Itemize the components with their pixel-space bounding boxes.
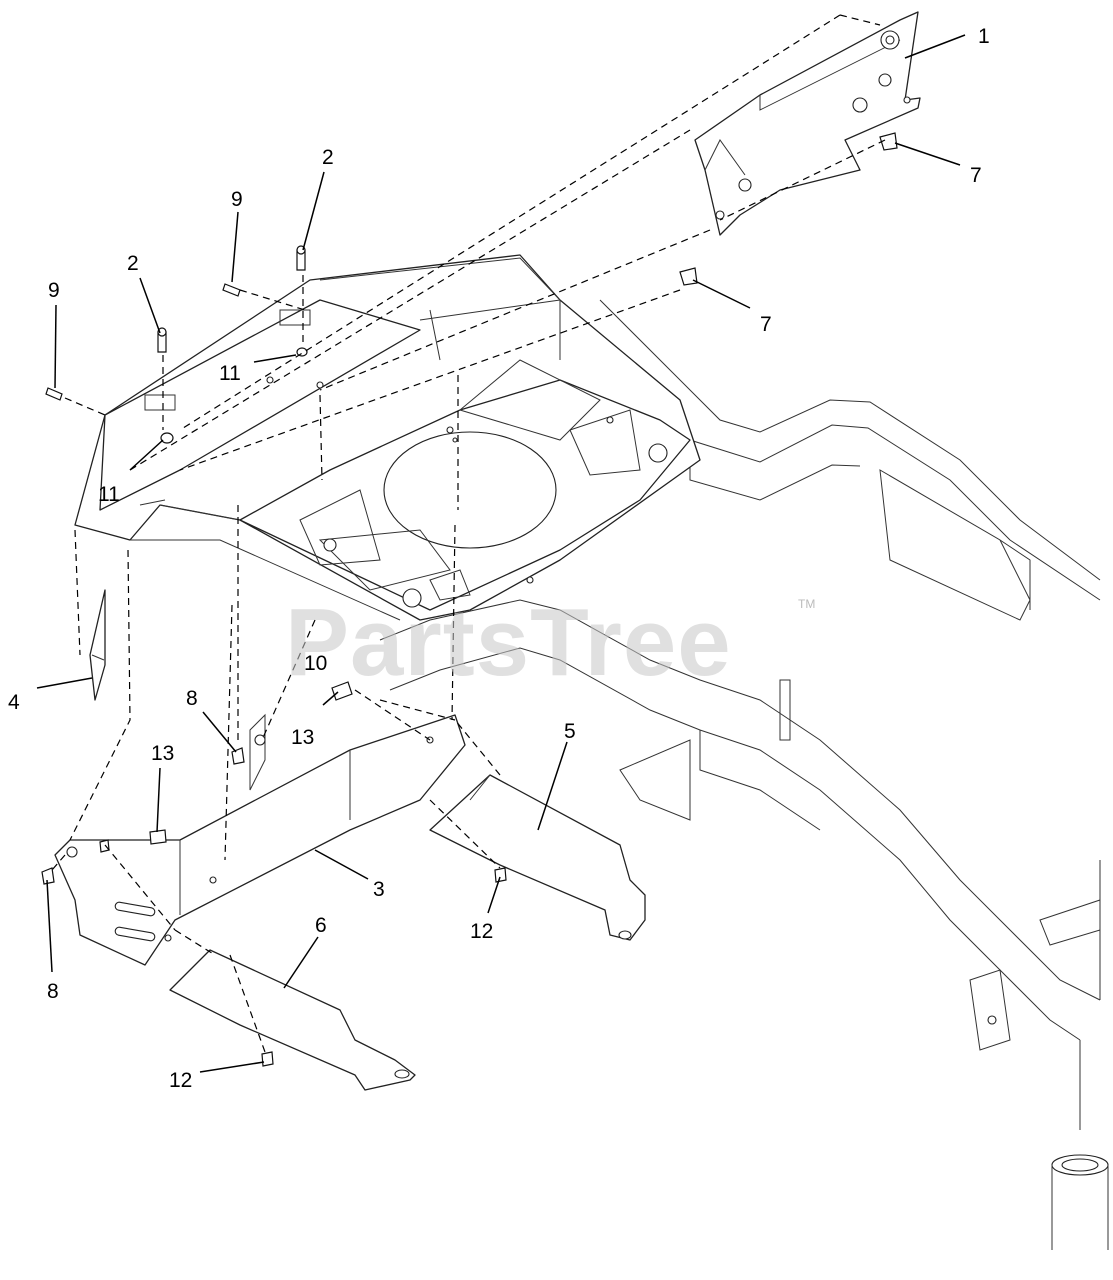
frame-rails bbox=[379, 299, 1109, 1250]
assembly-lines bbox=[51, 14, 886, 1053]
deck-plate bbox=[74, 254, 701, 621]
callout-12b: 12 bbox=[169, 1069, 192, 1092]
callout-9b: 9 bbox=[48, 279, 60, 302]
watermark: PartsTree TM bbox=[285, 589, 815, 696]
callout-4: 4 bbox=[8, 691, 20, 714]
hardware bbox=[41, 132, 898, 1067]
callout-7b: 7 bbox=[760, 313, 772, 336]
callout-12a: 12 bbox=[470, 920, 493, 943]
callout-8b: 8 bbox=[47, 980, 59, 1003]
part-1-bracket bbox=[694, 11, 921, 236]
callout-11a: 11 bbox=[219, 362, 241, 385]
callout-13b: 13 bbox=[291, 726, 314, 749]
callout-9a: 9 bbox=[231, 188, 243, 211]
watermark-trademark: TM bbox=[798, 597, 815, 611]
callout-3: 3 bbox=[373, 878, 385, 901]
callout-13a: 13 bbox=[151, 742, 174, 765]
part-5-shield bbox=[429, 774, 646, 941]
callout-8a: 8 bbox=[186, 687, 198, 710]
part-6-shield bbox=[169, 949, 416, 1091]
watermark-text: PartsTree bbox=[285, 589, 732, 696]
callout-6: 6 bbox=[315, 914, 327, 937]
callout-1: 1 bbox=[978, 25, 990, 48]
callout-2a: 2 bbox=[322, 146, 334, 169]
callout-10: 10 bbox=[304, 652, 327, 675]
part-3-bracket bbox=[54, 713, 466, 966]
part-4-shield bbox=[89, 589, 106, 701]
callout-7a: 7 bbox=[970, 164, 982, 187]
callout-11b: 11 bbox=[98, 483, 120, 506]
callouts: 1 2 2 3 4 5 6 7 7 8 8 9 9 10 11 11 12 bbox=[8, 25, 990, 1092]
callout-2b: 2 bbox=[127, 252, 139, 275]
callout-5: 5 bbox=[564, 720, 576, 743]
